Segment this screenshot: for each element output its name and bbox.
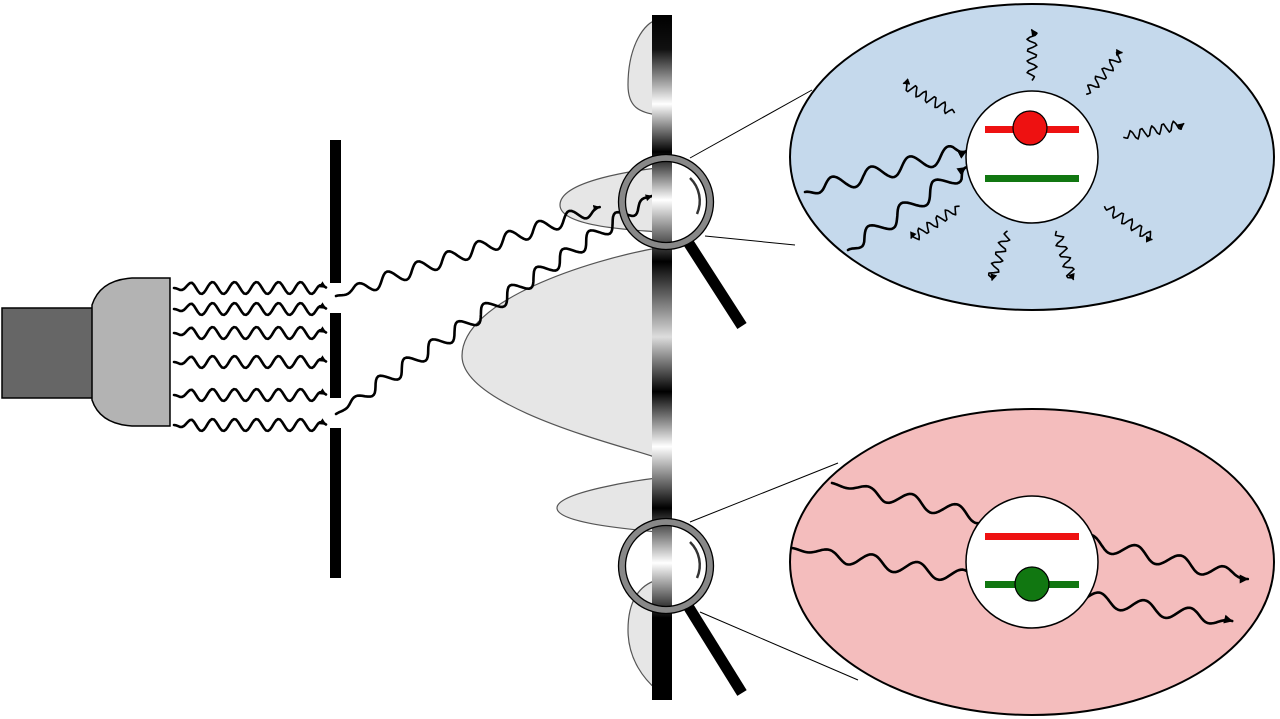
emitted-photons (902, 28, 1185, 282)
slit-barrier (330, 140, 341, 578)
zoom-lines (689, 89, 859, 681)
emitted-photon (987, 230, 1011, 282)
emitted-photon (1054, 230, 1075, 281)
electron-excited (1012, 110, 1048, 146)
emitted-photon (1085, 48, 1124, 96)
detection-screen (652, 15, 672, 700)
emitted-photon (1123, 120, 1185, 140)
diffracted-wave-upper (334, 204, 601, 298)
magnifying-glass-icon (617, 153, 747, 329)
emitted-photon (1103, 205, 1153, 243)
incoming-waves (172, 280, 328, 433)
ground-level (985, 175, 1079, 182)
dark-fringe-zoom (789, 408, 1275, 716)
incoming-photon-1 (803, 145, 968, 195)
atom (965, 90, 1099, 224)
emitted-photon (1026, 28, 1038, 81)
incoming-wave (172, 387, 328, 403)
incoming-wave (172, 354, 328, 370)
source-body (1, 307, 95, 399)
source-head (91, 277, 171, 427)
diffracted-wave-lower (334, 194, 654, 416)
incoming-wave (172, 325, 328, 341)
emitted-photon (910, 205, 960, 241)
incoming-wave (172, 280, 328, 296)
excited-level (985, 533, 1079, 540)
electron-ground (1014, 566, 1050, 602)
atom (965, 495, 1099, 629)
emitted-photon (902, 78, 956, 115)
bright-fringe-zoom (789, 3, 1275, 311)
incoming-wave (172, 301, 328, 317)
magnifying-glass-icon (617, 517, 747, 696)
light-source (1, 277, 171, 427)
incoming-photon-2 (846, 166, 967, 252)
incoming-wave (172, 417, 328, 433)
